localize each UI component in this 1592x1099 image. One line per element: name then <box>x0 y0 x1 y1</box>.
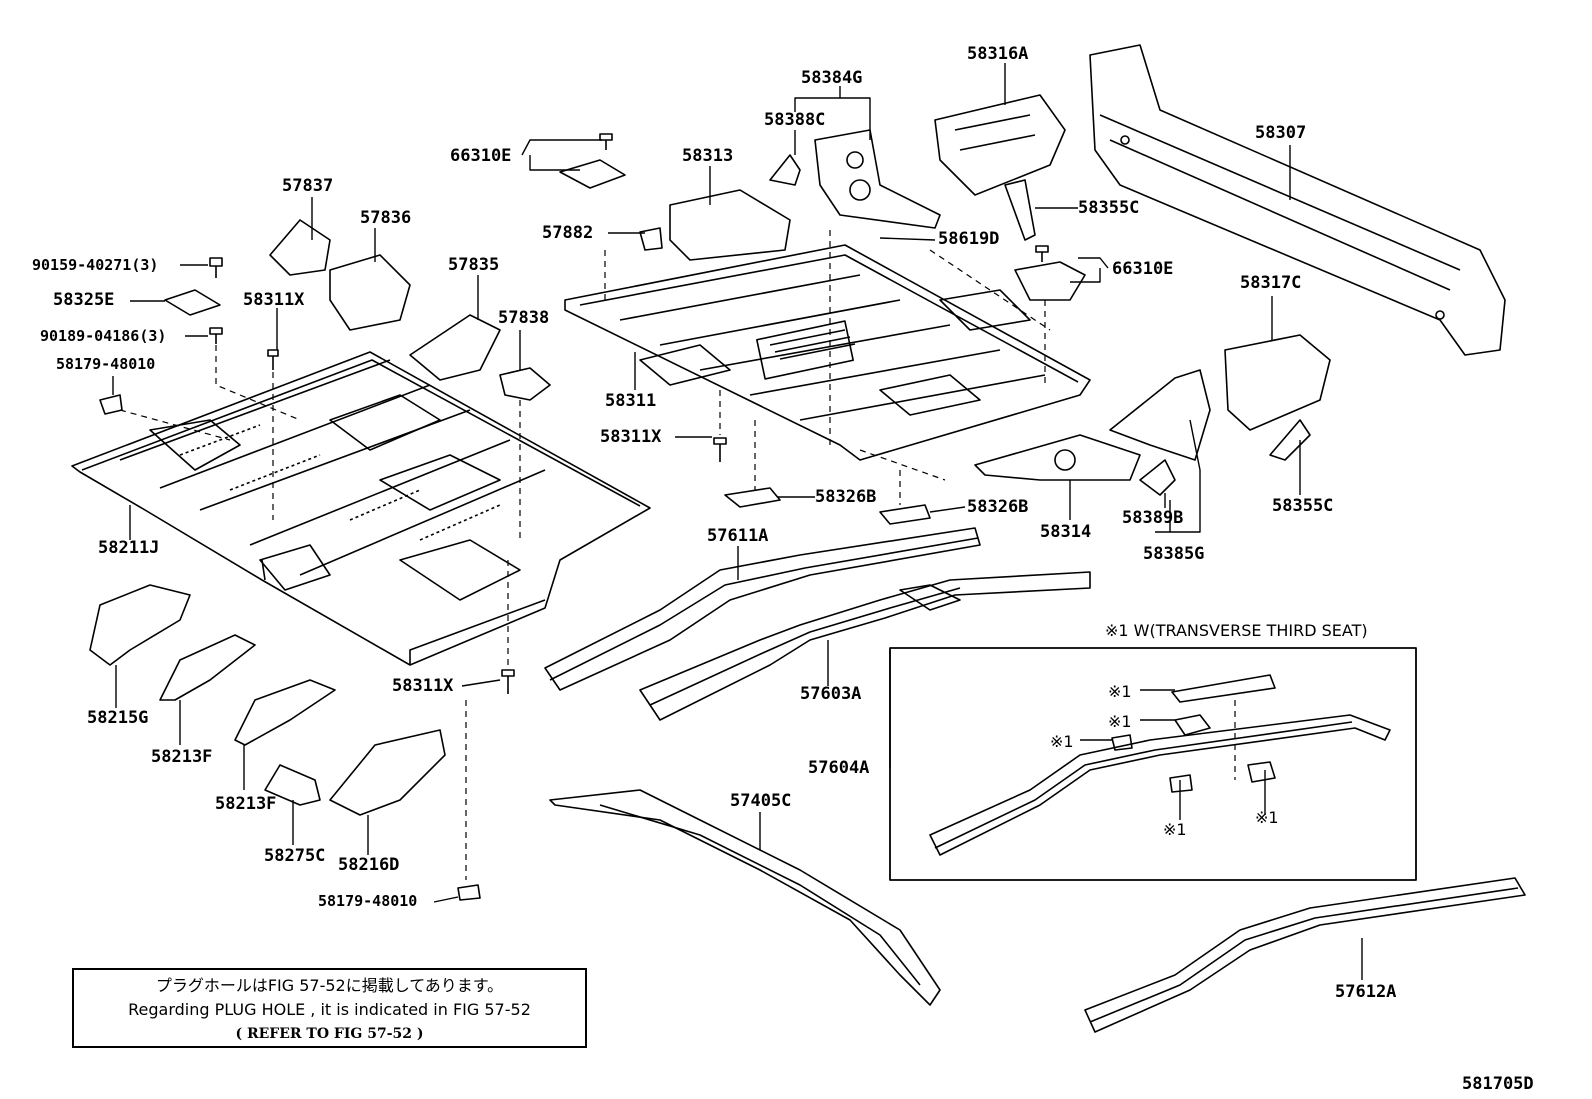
part-label-58355C: 58355C <box>1078 198 1140 218</box>
figure-number: 581705D <box>1462 1074 1534 1094</box>
part-label-58316A: 58316A <box>967 44 1029 64</box>
brackets-lower-left <box>89 584 446 816</box>
part-label-66310E-right: 66310E <box>1112 259 1174 279</box>
inset-caption: ※1 W(TRANSVERSE THIRD SEAT) <box>1105 621 1368 640</box>
part-label-58385G: 58385G <box>1143 544 1205 564</box>
part-label-58325E: 58325E <box>53 290 115 310</box>
part-label-58179-48010-a: 58179-48010 <box>56 355 156 373</box>
floor-side-member-57405C <box>549 789 941 1006</box>
part-label-57837: 57837 <box>282 176 334 196</box>
part-label-57604A: 57604A <box>808 758 870 778</box>
part-label-58213F-a: 58213F <box>151 747 213 767</box>
part-label-58216D: 58216D <box>338 855 400 875</box>
brackets-center <box>99 159 931 901</box>
inset-box <box>889 647 1417 881</box>
bolts <box>209 133 1049 694</box>
part-label-58384G: 58384G <box>801 68 863 88</box>
rear-floor-pan-58311 <box>564 244 1091 461</box>
part-label-58326B-b: 58326B <box>967 497 1029 517</box>
part-label-58314: 58314 <box>1040 522 1092 542</box>
part-label-57405C: 57405C <box>730 791 792 811</box>
part-label-66310E: 66310E <box>450 146 512 166</box>
part-label-57882: 57882 <box>542 223 594 243</box>
note-line-english: Regarding PLUG HOLE , it is indicated in… <box>128 1000 531 1019</box>
inset-marker-5: ※1 <box>1255 808 1279 827</box>
part-label-57612A: 57612A <box>1335 982 1397 1002</box>
part-label-57835: 57835 <box>448 255 500 275</box>
part-label-58311X-a: 58311X <box>243 290 305 310</box>
part-label-58389B: 58389B <box>1122 508 1184 528</box>
floor-member-57603A <box>639 571 1091 721</box>
inset-marker-4: ※1 <box>1163 820 1187 839</box>
part-label-58311X-c: 58311X <box>392 676 454 696</box>
part-label-58317C: 58317C <box>1240 273 1302 293</box>
part-label-58215G: 58215G <box>87 708 149 728</box>
floor-side-member-57612A <box>1084 877 1526 1033</box>
part-label-57836: 57836 <box>360 208 412 228</box>
note-line-refer: ( REFER TO FIG 57-52 ) <box>235 1026 424 1042</box>
inset-marker-1: ※1 <box>1108 682 1132 701</box>
part-label-58275C: 58275C <box>264 846 326 866</box>
note-line-japanese: プラグホールはFIG 57-52に掲載してあります。 <box>155 976 504 995</box>
part-label-58619D: 58619D <box>938 229 1000 249</box>
part-label-58355C-b: 58355C <box>1272 496 1334 516</box>
part-label-57838: 57838 <box>498 308 550 328</box>
part-label-57603A: 57603A <box>800 684 862 704</box>
rocker-panel-58307 <box>1089 44 1506 356</box>
part-label-58326B-a: 58326B <box>815 487 877 507</box>
front-floor-pan-58211J <box>71 351 651 666</box>
part-label-90189-04186: 90189-04186(3) <box>40 327 167 345</box>
part-label-58307: 58307 <box>1255 123 1307 143</box>
leader-lines <box>112 63 1363 980</box>
inset-marker-3: ※1 <box>1050 732 1074 751</box>
part-label-58179-48010-b: 58179-48010 <box>318 892 418 910</box>
inset-marker-2: ※1 <box>1108 712 1132 731</box>
part-label-58211J: 58211J <box>98 538 160 558</box>
plug-hole-note: プラグホールはFIG 57-52に掲載してあります。 Regarding PLU… <box>72 968 587 1048</box>
floor-side-member-57611A <box>544 527 981 691</box>
part-label-90159-40271: 90159-40271(3) <box>32 256 159 274</box>
part-label-58313: 58313 <box>682 146 734 166</box>
part-label-58388C: 58388C <box>764 110 826 130</box>
part-label-58213F-b: 58213F <box>215 794 277 814</box>
part-label-58311X-b: 58311X <box>600 427 662 447</box>
part-label-57611A: 57611A <box>707 526 769 546</box>
part-label-58311: 58311 <box>605 391 657 411</box>
brackets-right <box>769 94 1331 496</box>
alignment-lines <box>119 230 1236 880</box>
